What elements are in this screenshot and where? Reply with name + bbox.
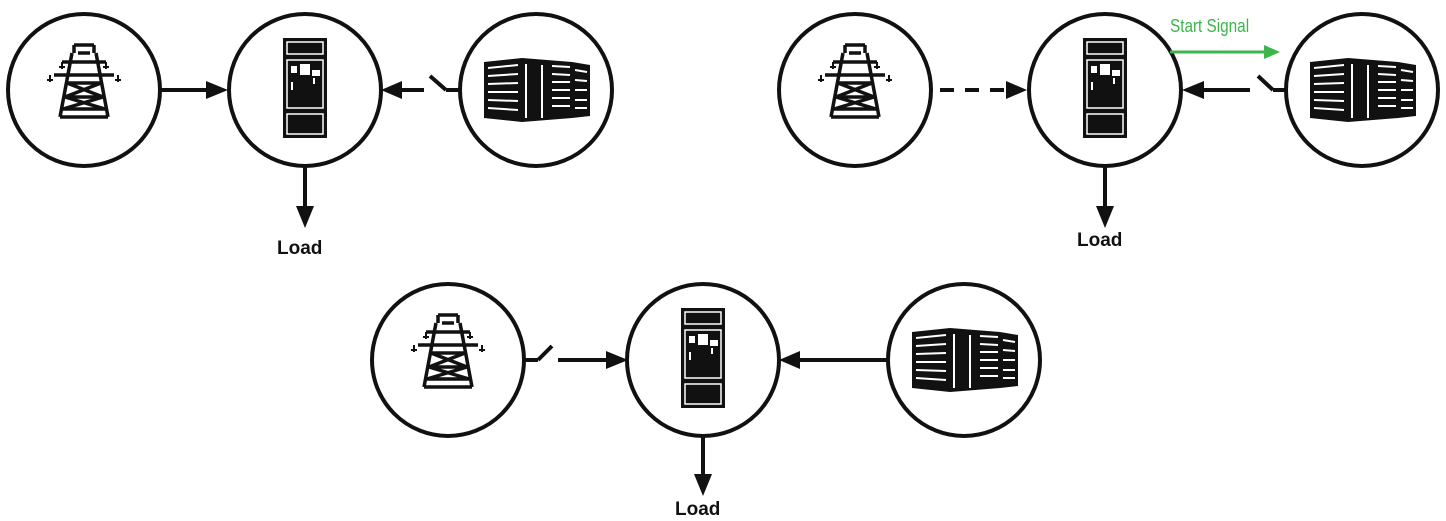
start-signal-label: Start Signal: [1170, 16, 1250, 36]
switch-to-load-arrow: [1096, 166, 1114, 228]
utility-to-switch-arrow-dashed: [940, 81, 1027, 99]
scenario-3: [370, 282, 1042, 496]
switch-to-load-arrow: [694, 436, 712, 496]
generator-enclosure-icon: [911, 327, 1019, 393]
generator-to-switch-arrow-open: [1182, 74, 1286, 99]
generator-enclosure-icon: [1309, 57, 1417, 123]
start-signal-arrow: [1170, 45, 1280, 59]
generator-enclosure-icon: [483, 57, 591, 123]
transfer-switch-cabinet-icon: [1082, 37, 1128, 139]
generator-to-switch-arrow: [779, 351, 888, 369]
transfer-switch-cabinet-icon: [282, 37, 328, 139]
switch-to-load-arrow: [296, 166, 314, 228]
scenario-1: [6, 12, 614, 228]
scenario-2: [777, 12, 1440, 228]
load-label: Load: [675, 499, 721, 520]
load-label: Load: [277, 238, 323, 259]
utility-to-switch-arrow-open: [524, 344, 628, 369]
transfer-switch-cabinet-icon: [680, 307, 726, 409]
load-label: Load: [1077, 230, 1123, 251]
utility-to-switch-arrow: [160, 81, 228, 99]
generator-to-switch-arrow-open: [381, 74, 460, 99]
